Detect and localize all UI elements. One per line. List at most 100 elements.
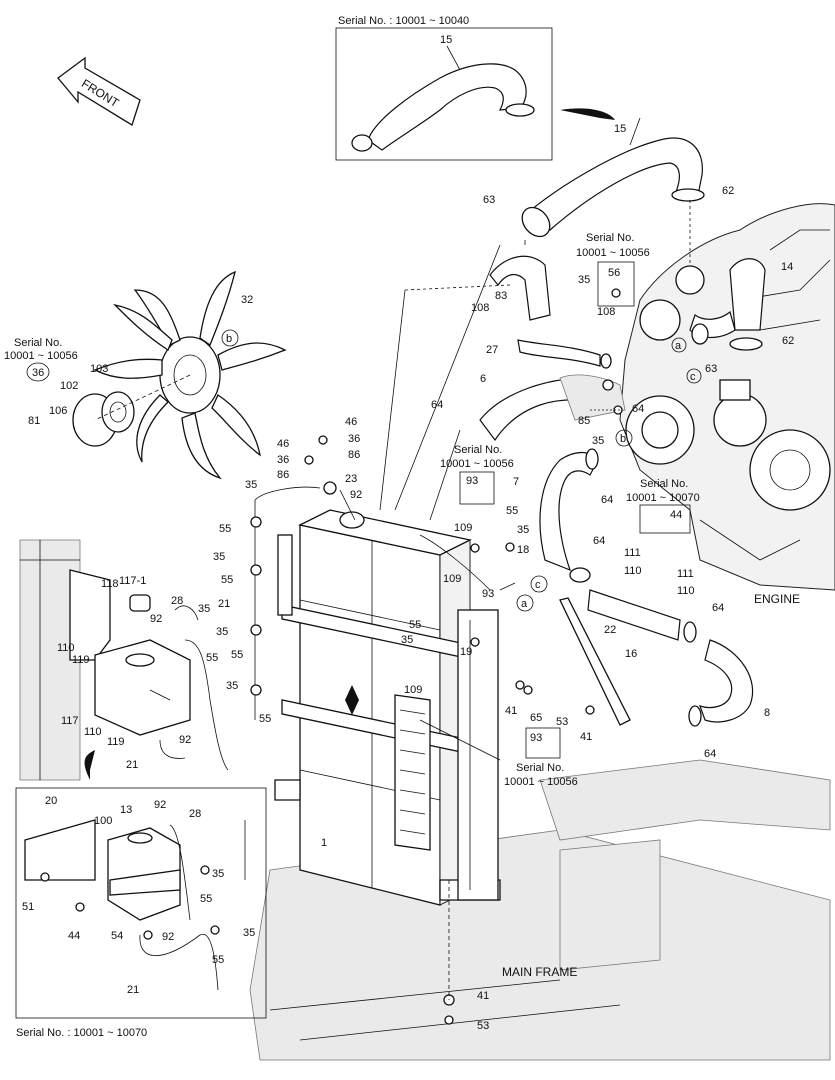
callout-7: 7 xyxy=(513,476,519,488)
inset-bottom: Serial No. : 10001 ~ 10070 xyxy=(15,787,267,1039)
callout-6: 6 xyxy=(480,373,486,385)
hose-15 xyxy=(521,117,705,238)
callout-85: 85 xyxy=(578,415,590,427)
callout-36-b: 36 xyxy=(277,454,289,466)
clamp-63 xyxy=(691,323,709,345)
svg-text:10001 ~ 10070: 10001 ~ 10070 xyxy=(626,492,700,504)
inset-pointer xyxy=(84,750,95,780)
callout-93: 93 xyxy=(482,588,494,600)
callout-35-k: 35 xyxy=(243,927,255,939)
pipe-16 xyxy=(587,589,681,641)
callout-86-b: 86 xyxy=(277,469,289,481)
clamp-64-mid xyxy=(569,567,591,583)
callout-62-top: 62 xyxy=(722,185,734,197)
clamp-108 xyxy=(600,353,612,369)
callout-15: 15 xyxy=(614,123,626,135)
callout-21-c: 21 xyxy=(127,984,139,996)
callout-109-a: 109 xyxy=(454,522,472,534)
callout-14: 14 xyxy=(781,261,793,273)
callout-117: 117 xyxy=(61,715,79,727)
svg-text:Serial No.: Serial No. xyxy=(14,337,62,349)
svg-text:10001 ~ 10056: 10001 ~ 10056 xyxy=(4,350,78,362)
callout-46-b: 46 xyxy=(277,438,289,450)
callout-92-d: 92 xyxy=(162,931,174,943)
callout-110-a: 110 xyxy=(624,565,642,577)
svg-text:10001 ~ 10056: 10001 ~ 10056 xyxy=(504,776,578,788)
callout-92-top: 92 xyxy=(350,489,362,501)
ref-c-radiator: c xyxy=(535,579,541,591)
oil-cooler xyxy=(394,694,431,851)
callout-108-left: 108 xyxy=(471,302,489,314)
callout-35-f: 35 xyxy=(226,680,238,692)
part-93-bottom: 93 xyxy=(530,732,542,744)
callout-27: 27 xyxy=(486,344,498,356)
reservoir-117 xyxy=(94,594,191,736)
callout-36-a: 36 xyxy=(348,433,360,445)
callout-35-a: 35 xyxy=(578,274,590,286)
callout-28-b: 28 xyxy=(189,808,201,820)
pipe-83 xyxy=(489,255,551,321)
callout-51: 51 xyxy=(22,901,34,913)
callout-21-a: 21 xyxy=(218,598,230,610)
callout-100: 100 xyxy=(94,815,112,827)
callout-83: 83 xyxy=(495,290,507,302)
callout-46-a: 46 xyxy=(345,416,357,428)
svg-text:Serial No.: Serial No. xyxy=(586,232,634,244)
callout-35-h: 35 xyxy=(401,634,413,646)
callout-119-b: 119 xyxy=(107,736,125,748)
callout-18: 18 xyxy=(517,544,529,556)
spacer-103 xyxy=(101,391,135,433)
callout-64-b: 64 xyxy=(632,403,644,415)
part-36-ring: 36 xyxy=(32,367,44,379)
svg-text:Serial No.: Serial No. xyxy=(516,762,564,774)
inset-top-serial: Serial No. : 10001 ~ 10040 xyxy=(338,15,469,27)
callout-41-b: 41 xyxy=(580,731,592,743)
callout-64-e: 64 xyxy=(712,602,724,614)
callout-19: 19 xyxy=(460,646,472,658)
hose-7 xyxy=(539,451,599,572)
callout-55-c: 55 xyxy=(231,649,243,661)
callout-35-d: 35 xyxy=(213,551,225,563)
callout-62-right: 62 xyxy=(782,335,794,347)
front-arrow: FRONT xyxy=(57,56,141,126)
svg-text:Serial No.: Serial No. xyxy=(640,478,688,490)
serial-note-44: Serial No. 10001 ~ 10070 44 xyxy=(626,478,700,534)
tube-19-left xyxy=(277,534,293,616)
engine-drawing xyxy=(619,203,835,591)
ref-letters: b a c b c a xyxy=(221,329,702,612)
callout-108-right: 108 xyxy=(597,306,615,318)
callout-32: 32 xyxy=(241,294,253,306)
callout-64-f: 64 xyxy=(704,748,716,760)
hose-14 xyxy=(729,258,766,331)
serial-note-93a: Serial No. 10001 ~ 10056 93 xyxy=(440,444,514,505)
callout-111-b: 111 xyxy=(677,568,694,580)
callout-35-g: 35 xyxy=(517,524,529,536)
hose-27 xyxy=(517,339,601,367)
callout-41-a: 41 xyxy=(505,705,517,717)
hose-8 xyxy=(699,639,754,723)
inset-bottom-serial: Serial No. : 10001 ~ 10070 xyxy=(16,1027,147,1039)
callout-8: 8 xyxy=(764,707,770,719)
svg-text:10001 ~ 10056: 10001 ~ 10056 xyxy=(576,247,650,259)
callout-35-j: 35 xyxy=(212,868,224,880)
clamp-64-bottom xyxy=(688,705,702,727)
callout-117-1: 117-1 xyxy=(119,575,146,587)
callout-65: 65 xyxy=(530,712,542,724)
callout-13: 13 xyxy=(120,804,132,816)
svg-text:10001 ~ 10056: 10001 ~ 10056 xyxy=(440,458,514,470)
callout-109-b: 109 xyxy=(443,573,461,585)
callout-92-a: 92 xyxy=(150,613,162,625)
callout-35-c: 35 xyxy=(245,479,257,491)
callout-54: 54 xyxy=(111,930,123,942)
part-56: 56 xyxy=(608,267,620,279)
callout-53-b: 53 xyxy=(477,1020,489,1032)
radiator-1 xyxy=(274,509,501,906)
callout-110-b: 110 xyxy=(677,585,695,597)
callout-64-c: 64 xyxy=(601,494,613,506)
callout-55-f: 55 xyxy=(409,619,421,631)
callout-23: 23 xyxy=(345,473,357,485)
callout-110-c: 110 xyxy=(57,642,75,654)
callout-55-d: 55 xyxy=(259,713,271,725)
callout-41-c: 41 xyxy=(477,990,489,1002)
